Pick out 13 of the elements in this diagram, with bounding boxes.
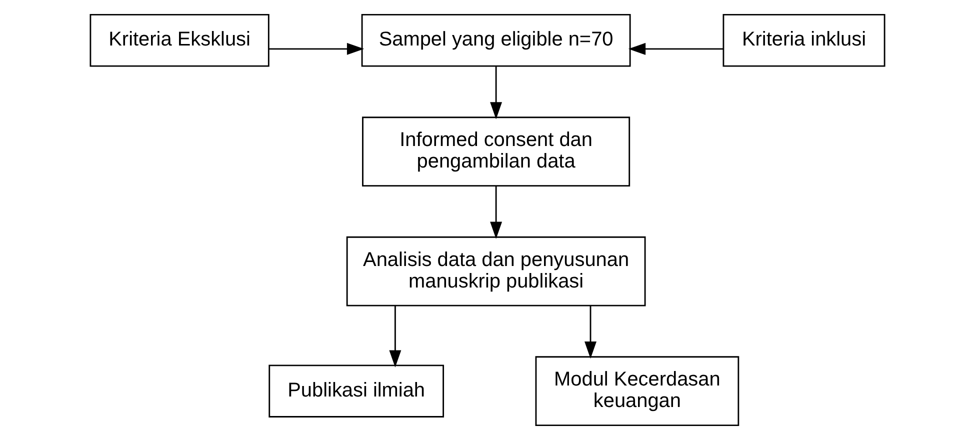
node-box: Kriteria Eksklusi (89, 14, 269, 66)
node-box: Kriteria inklusi (722, 14, 885, 66)
arrow (490, 66, 502, 119)
arrow (490, 186, 502, 238)
node-box: Analisis data dan penyusunan manuskrip publikasi (346, 236, 646, 306)
arrow (268, 42, 364, 54)
node-box: Modul Kecerdasan keuangan (534, 356, 739, 426)
node-box: Informed consent dan pengambilan data (362, 116, 630, 186)
arrow (584, 305, 596, 358)
node-box: Sampel yang eligible n=70 (360, 14, 630, 66)
arrow (388, 305, 401, 367)
node-box: Publikasi ilmiah (268, 364, 444, 417)
arrow (628, 42, 723, 54)
